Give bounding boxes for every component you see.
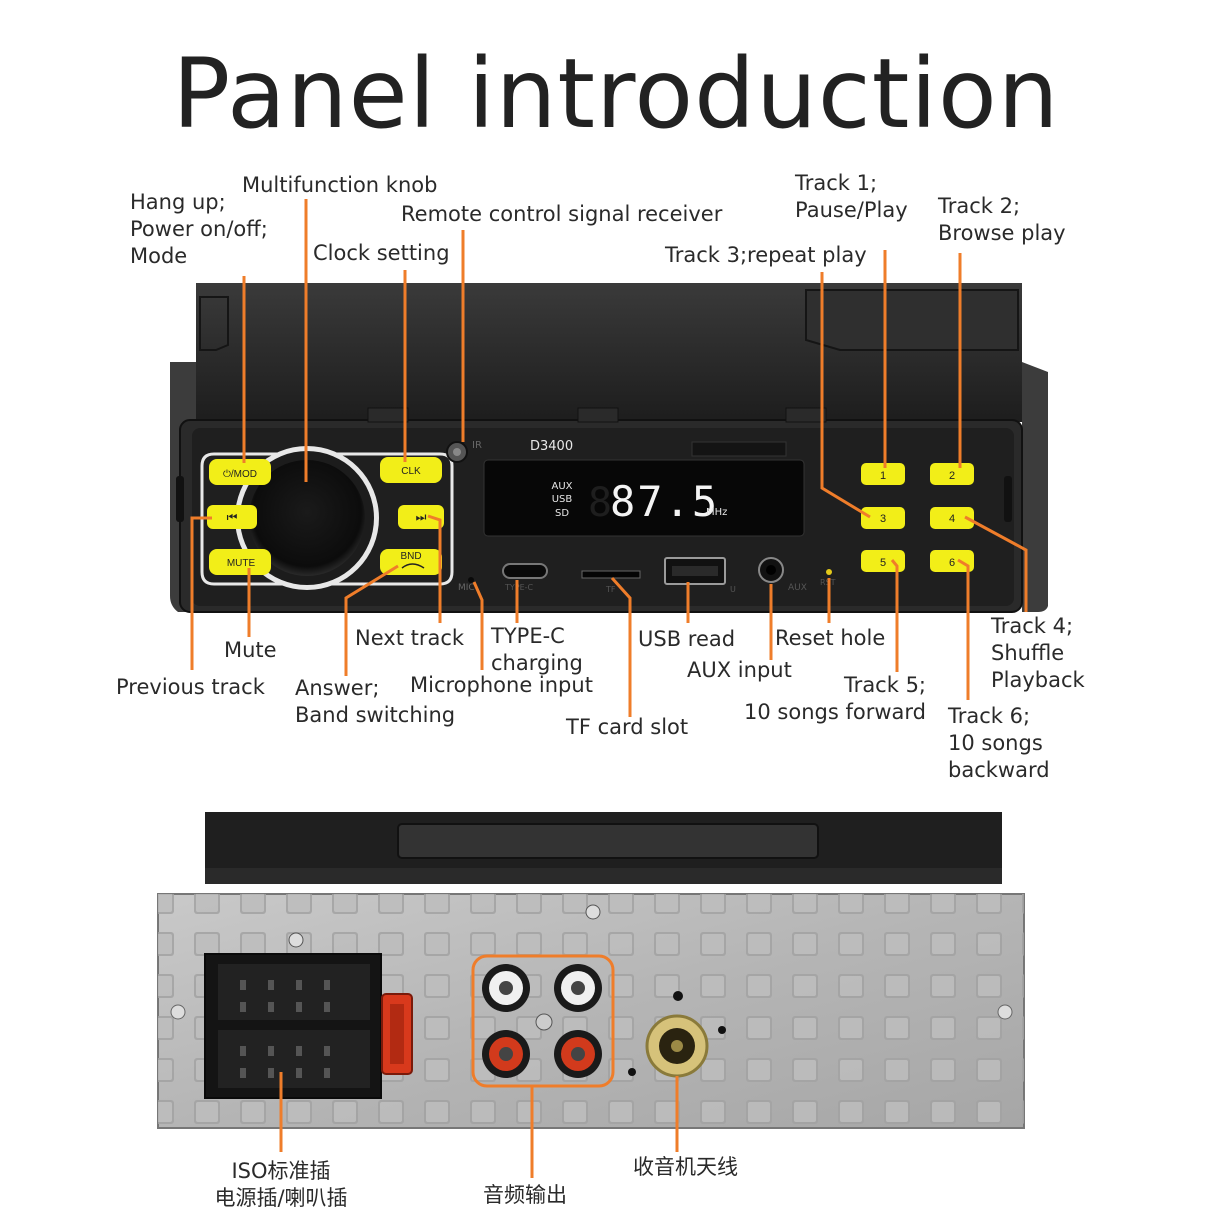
label-audio-out: 音频输出 [483,1183,567,1207]
label-reset: Reset hole [775,626,886,650]
label-next: Next track [355,626,465,650]
num6-button [930,550,974,572]
next-button-icon: ⏭ [416,510,427,524]
label-prev: Previous track [116,675,265,699]
num3-button [861,507,905,529]
mute-button-label: MUTE [227,558,256,569]
label-clock: Clock setting [313,241,450,265]
label-track2: Track 2;Browse play [938,194,1066,245]
svg-text:AUX: AUX [788,583,807,593]
back-panel [157,812,1025,1129]
mic-hole [468,577,474,583]
label-usb: USB read [638,627,736,651]
page-title: Panel introduction [172,38,1060,150]
prev-button-icon: ⏮ [227,510,238,524]
svg-text:2: 2 [949,470,955,482]
mute-button [209,549,271,575]
num5-button [861,550,905,572]
num2-button [930,463,974,485]
phone-answer-icon [401,563,425,569]
tf-slot [581,570,641,579]
label-tf: TF card slot [566,715,689,739]
svg-text:MIC: MIC [458,583,475,593]
clk-button [380,457,442,483]
label-aux: AUX input [687,658,792,682]
label-iso: ISO标准插电源插/喇叭插 [214,1159,348,1210]
display-frequency: 87.5 [610,477,719,526]
display-aux: AUX [551,481,572,492]
svg-text:TYPE-C: TYPE-C [504,583,534,592]
mod-button [209,459,271,485]
label-answer: Answer;Band switching [295,676,456,727]
label-remote: Remote control signal receiver [401,202,723,226]
front-panel: ⏻/MOD CLK ⏮ ⏭ MUTE BND IR D3400 AUX USB … [170,283,1048,613]
leader-lines [190,199,1028,717]
clk-button-label: CLK [401,466,421,477]
svg-text:5: 5 [880,557,886,569]
mod-button-label: ⏻/MOD [223,469,257,480]
svg-text:8: 8 [588,480,612,526]
reset-hole [826,569,832,575]
num4-button [930,507,974,529]
ir-label: IR [472,440,482,451]
display-usb: USB [552,494,573,505]
lcd-display [483,459,805,537]
svg-text:3: 3 [880,513,886,525]
svg-text:TF: TF [605,585,616,594]
display-sd: SD [555,508,569,519]
svg-text:6: 6 [949,557,955,569]
typec-port [502,563,548,579]
rca-group-outline [471,954,615,1088]
label-mute: Mute [224,638,277,662]
num1-button [861,463,905,485]
label-knob: Multifunction knob [242,173,438,197]
prev-button [207,505,257,529]
label-antenna: 收音机天线 [633,1155,738,1179]
svg-text:U: U [730,585,736,594]
label-mic: Microphone input [410,673,593,697]
next-button [398,505,444,529]
label-track3: Track 3;repeat play [665,243,867,267]
svg-text:4: 4 [949,513,955,525]
bnd-button-label: BND [400,551,421,562]
label-track5: Track 5;10 songs forward [744,673,926,724]
display-unit: MHz [706,507,727,518]
label-track1: Track 1;Pause/Play [795,171,908,222]
svg-text:1: 1 [880,470,886,482]
label-hangup: Hang up;Power on/off;Mode [130,190,268,268]
model-label: D3400 [530,439,573,454]
